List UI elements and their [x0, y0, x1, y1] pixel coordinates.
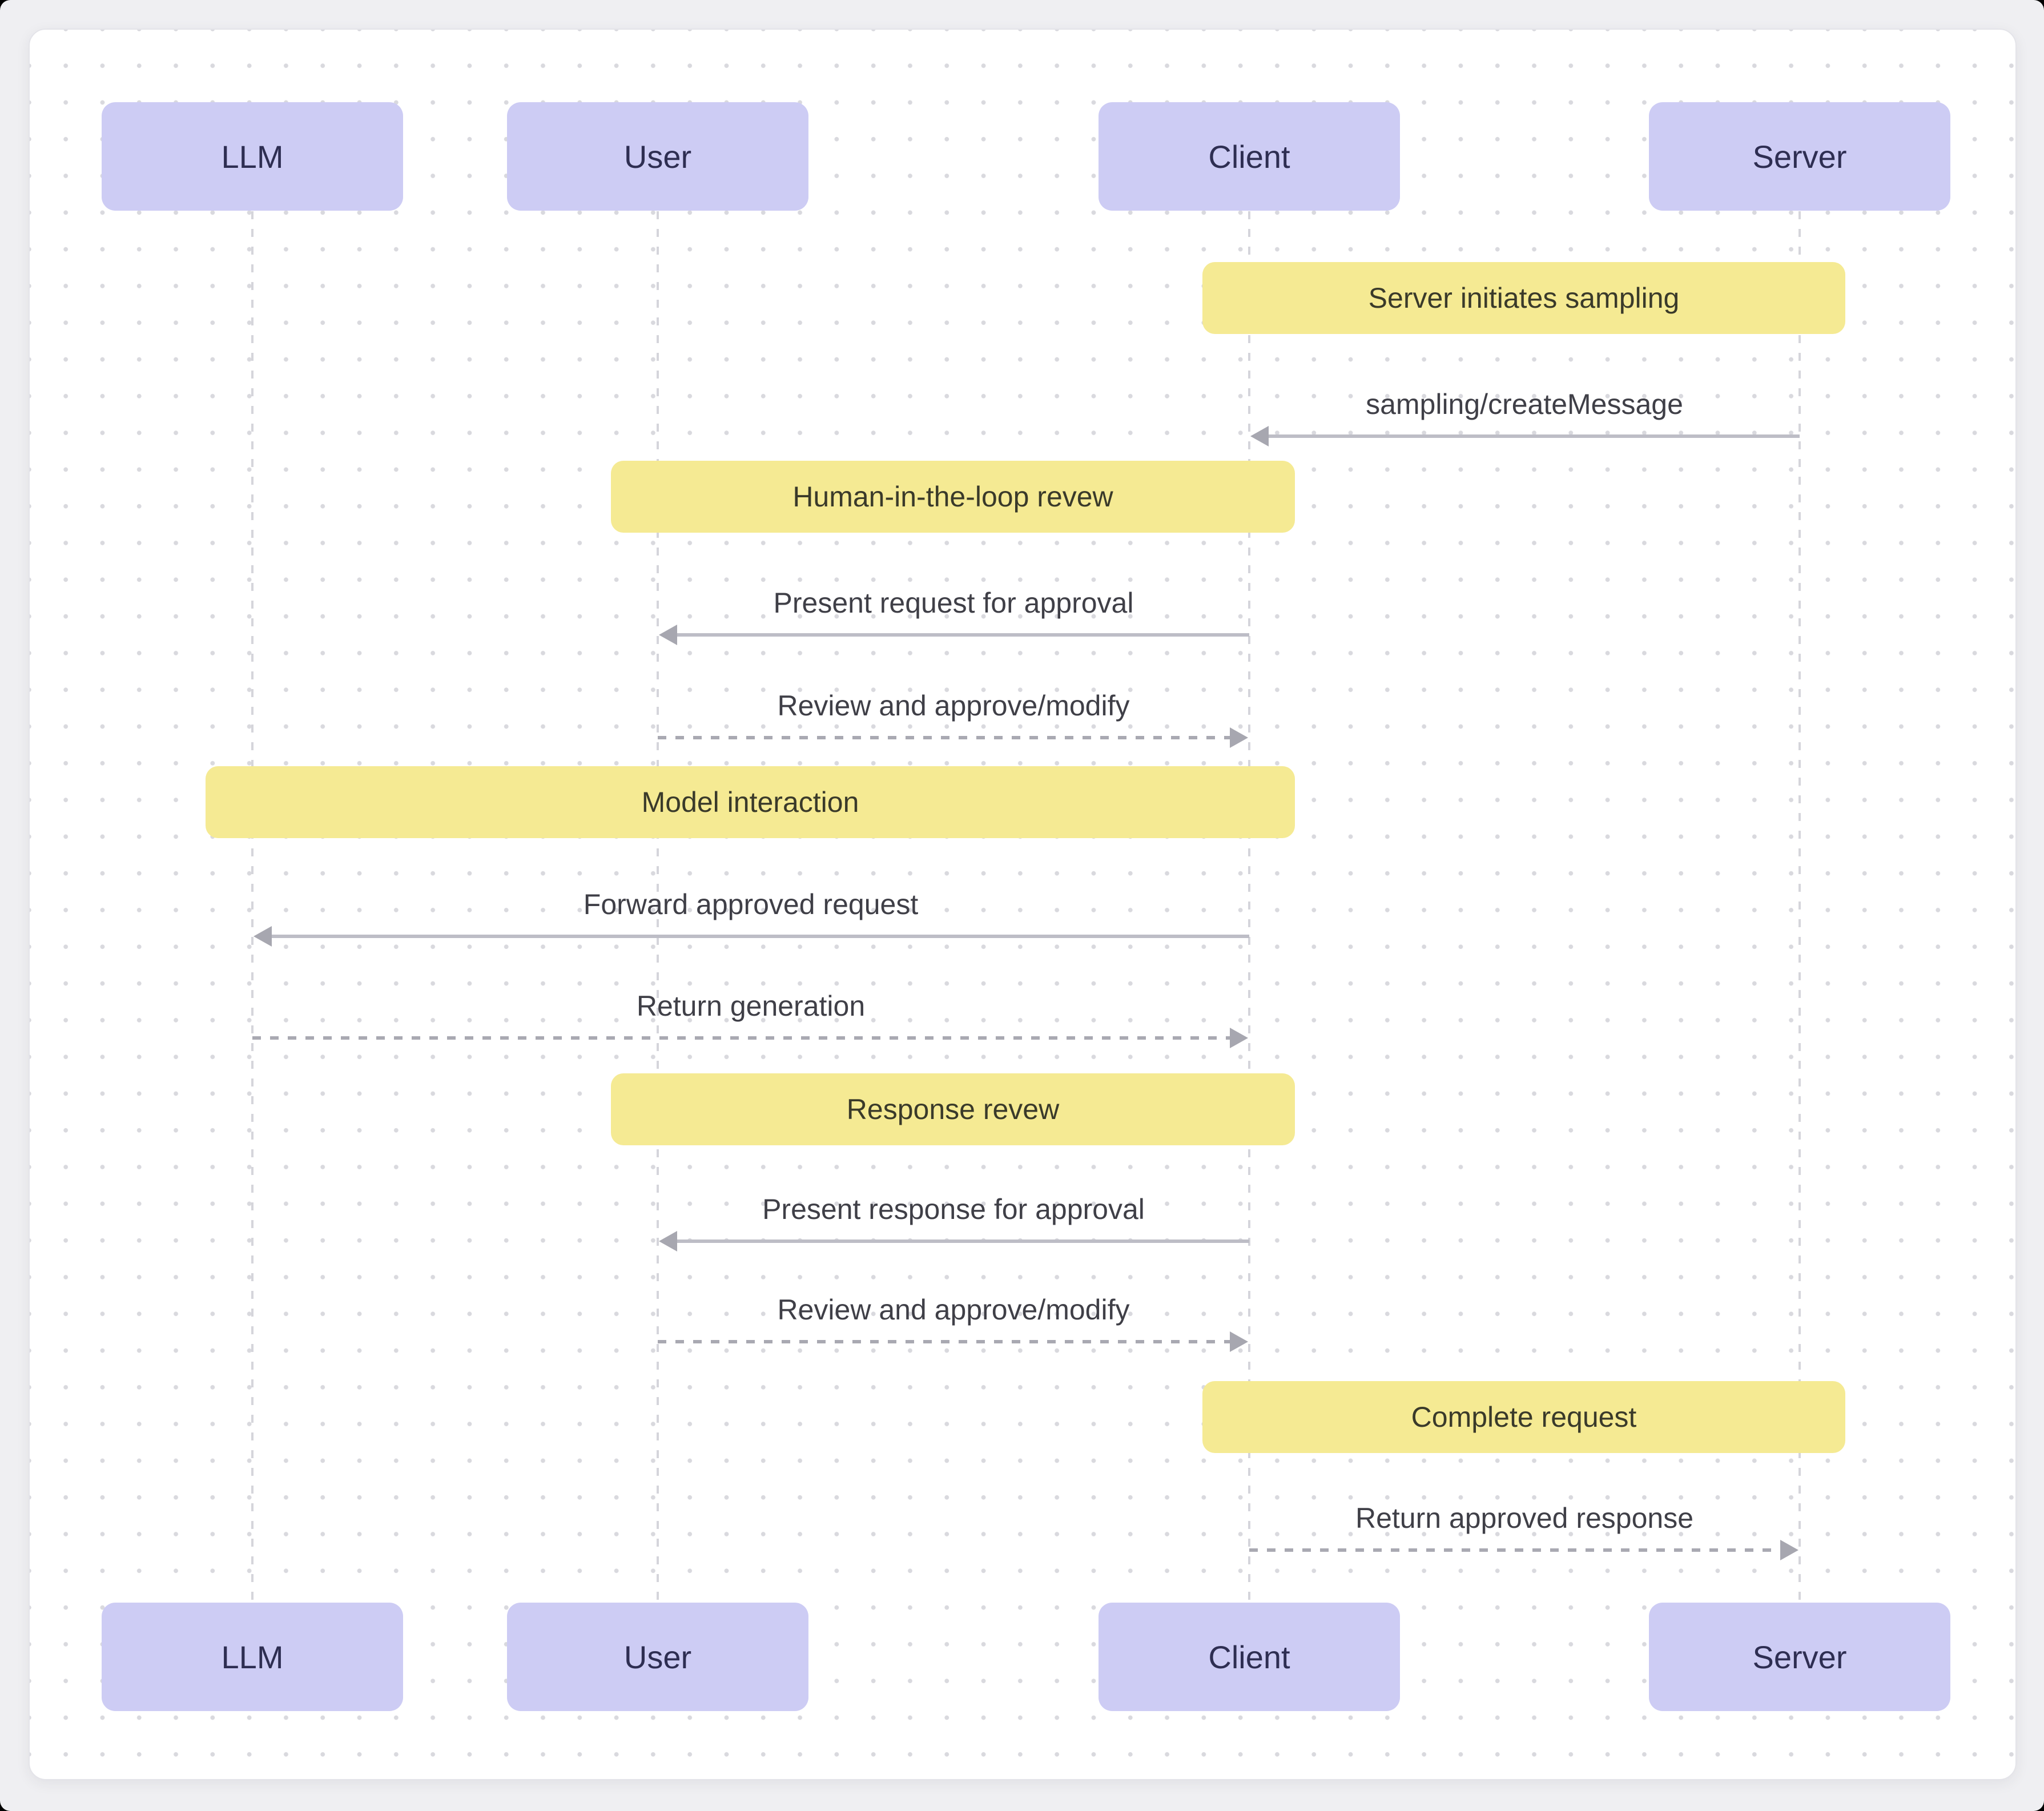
actor-box-llm-bottom: LLM	[102, 1603, 403, 1711]
actor-box-llm-top: LLM	[102, 102, 403, 211]
message-label-1: Present request for approval	[773, 587, 1134, 619]
note-response-revew: Response revew	[611, 1073, 1295, 1145]
lifeline-server	[1798, 211, 1801, 1603]
message-label-4: Return generation	[636, 990, 866, 1022]
message-line-7	[1249, 1548, 1783, 1552]
note-label: Human-in-the-loop revew	[792, 481, 1113, 513]
message-arrowhead-0	[1250, 426, 1269, 446]
actor-label-user-bottom: User	[623, 1639, 692, 1675]
message-label-0: sampling/createMessage	[1366, 388, 1683, 420]
message-line-2	[658, 736, 1232, 739]
message-arrowhead-3	[254, 926, 272, 947]
note-server-initiates-sampling: Server initiates sampling	[1202, 262, 1845, 334]
message-label-3: Forward approved request	[583, 888, 919, 920]
note-label: Model interaction	[641, 786, 859, 818]
message-line-0	[1266, 434, 1800, 438]
message-arrowhead-5	[659, 1231, 677, 1251]
message-arrowhead-2	[1230, 727, 1248, 748]
actor-box-server-bottom: Server	[1649, 1603, 1950, 1711]
message-line-1	[675, 633, 1249, 637]
note-label: Response revew	[846, 1093, 1060, 1125]
actor-label-llm-bottom: LLM	[221, 1639, 284, 1675]
actor-label-server-bottom: Server	[1752, 1639, 1847, 1675]
lifeline-client	[1248, 211, 1250, 1603]
lifeline-llm	[251, 211, 254, 1603]
note-label: Server initiates sampling	[1368, 282, 1680, 314]
message-arrowhead-1	[659, 625, 677, 645]
message-line-5	[675, 1239, 1249, 1243]
message-line-6	[658, 1340, 1232, 1343]
message-line-4	[252, 1036, 1232, 1040]
actor-label-server-top: Server	[1752, 138, 1847, 175]
message-arrowhead-6	[1230, 1331, 1248, 1352]
actor-box-client-bottom: Client	[1099, 1603, 1400, 1711]
actor-label-client-bottom: Client	[1208, 1639, 1290, 1675]
actor-label-client-top: Client	[1208, 138, 1290, 175]
note-complete-request: Complete request	[1202, 1381, 1845, 1453]
message-label-5: Present response for approval	[762, 1193, 1145, 1225]
actor-box-server-top: Server	[1649, 102, 1950, 211]
actor-box-user-top: User	[507, 102, 808, 211]
actor-label-llm-top: LLM	[221, 138, 284, 175]
actor-box-user-bottom: User	[507, 1603, 808, 1711]
note-model-interaction: Model interaction	[206, 766, 1295, 838]
message-line-3	[269, 935, 1249, 938]
actor-box-client-top: Client	[1099, 102, 1400, 211]
message-label-2: Review and approve/modify	[777, 690, 1130, 722]
message-arrowhead-7	[1780, 1540, 1798, 1560]
actor-label-user-top: User	[623, 138, 692, 175]
note-human-in-the-loop-revew: Human-in-the-loop revew	[611, 461, 1295, 533]
message-label-6: Review and approve/modify	[777, 1294, 1130, 1326]
message-label-7: Return approved response	[1355, 1502, 1694, 1534]
note-label: Complete request	[1411, 1401, 1637, 1433]
message-arrowhead-4	[1230, 1028, 1248, 1048]
lifeline-user	[657, 211, 659, 1603]
